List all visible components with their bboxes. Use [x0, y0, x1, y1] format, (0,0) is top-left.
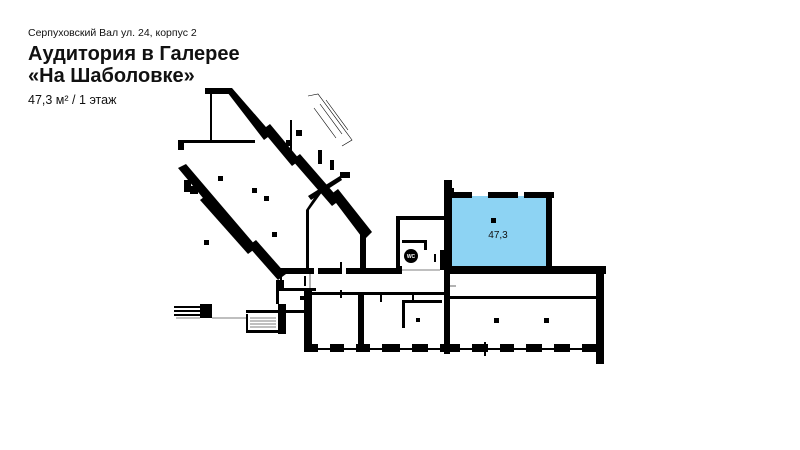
highlighted-room-label: 47,3: [488, 230, 508, 241]
highlighted-room[interactable]: [452, 196, 546, 268]
address: Серпуховский Вал ул. 24, корпус 2: [28, 27, 197, 39]
title: Аудитория в Галерее «На Шаболовке»: [28, 43, 240, 87]
stair-lines: [176, 93, 456, 328]
area-separator: /: [72, 93, 76, 107]
wc-icon-label: WC: [407, 254, 416, 260]
title-line-1: Аудитория в Галерее: [28, 43, 240, 65]
title-line-2: «На Шаболовке»: [28, 65, 195, 87]
area-info: 47,3 м² / 1 этаж: [28, 93, 240, 107]
plan-walls: [174, 88, 606, 364]
wc-icon: WC: [404, 249, 418, 263]
area-value: 47,3 м²: [28, 93, 69, 107]
header: Серпуховский Вал ул. 24, корпус 2 Аудито…: [28, 27, 240, 107]
floor-value: 1 этаж: [79, 93, 117, 107]
